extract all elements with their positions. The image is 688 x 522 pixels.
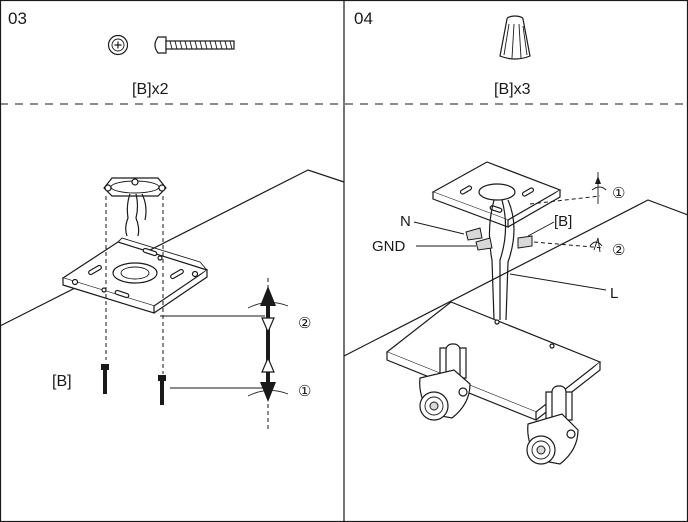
rotation-step-1-03: ① <box>298 383 311 400</box>
wire-nut-live <box>517 235 533 249</box>
wire-neutral <box>488 199 495 321</box>
alignment-guides <box>105 196 164 374</box>
rotation-step-2-04: ② <box>612 242 625 259</box>
label-live: L <box>610 285 618 302</box>
step-number-04: 04 <box>354 9 373 28</box>
rotation-step-2-03: ② <box>298 315 311 332</box>
spotlight-icon <box>419 343 471 421</box>
panel-step-03: 03 [B]x2 <box>0 9 345 430</box>
hardware-label-03: [B]x2 <box>132 81 169 98</box>
ceiling-edge-04 <box>343 199 688 357</box>
spotlight-icon-2 <box>526 385 579 465</box>
label-ground: GND <box>372 238 406 255</box>
wire-live <box>505 199 515 321</box>
hardware-label-04: [B]x3 <box>494 81 531 98</box>
rotate-arrow-icon <box>247 278 289 430</box>
panel-step-04: 04 [B]x3 <box>343 9 688 465</box>
label-neutral: N <box>400 213 411 230</box>
mounting-plate-icon <box>61 237 209 314</box>
screw-icon <box>154 36 235 54</box>
rotation-step-1-04: ① <box>612 185 625 202</box>
wire-nut-neutral <box>465 227 483 241</box>
step-number-03: 03 <box>8 9 27 28</box>
screw-right <box>158 375 166 405</box>
label-connector: [B] <box>554 213 572 230</box>
wire-ground <box>499 199 507 320</box>
washer-icon <box>107 34 129 56</box>
junction-box-icon <box>103 177 167 237</box>
mounting-plate-icon-04 <box>431 161 562 228</box>
rotate-arrow-icon-04 <box>529 172 607 253</box>
ceiling-edge <box>0 169 345 327</box>
leader-lines <box>160 315 265 389</box>
wire-nut-ground <box>475 237 493 251</box>
wire-nut-icon <box>499 15 531 60</box>
screw-left <box>101 364 109 394</box>
screw-label-03: [B] <box>52 373 72 390</box>
